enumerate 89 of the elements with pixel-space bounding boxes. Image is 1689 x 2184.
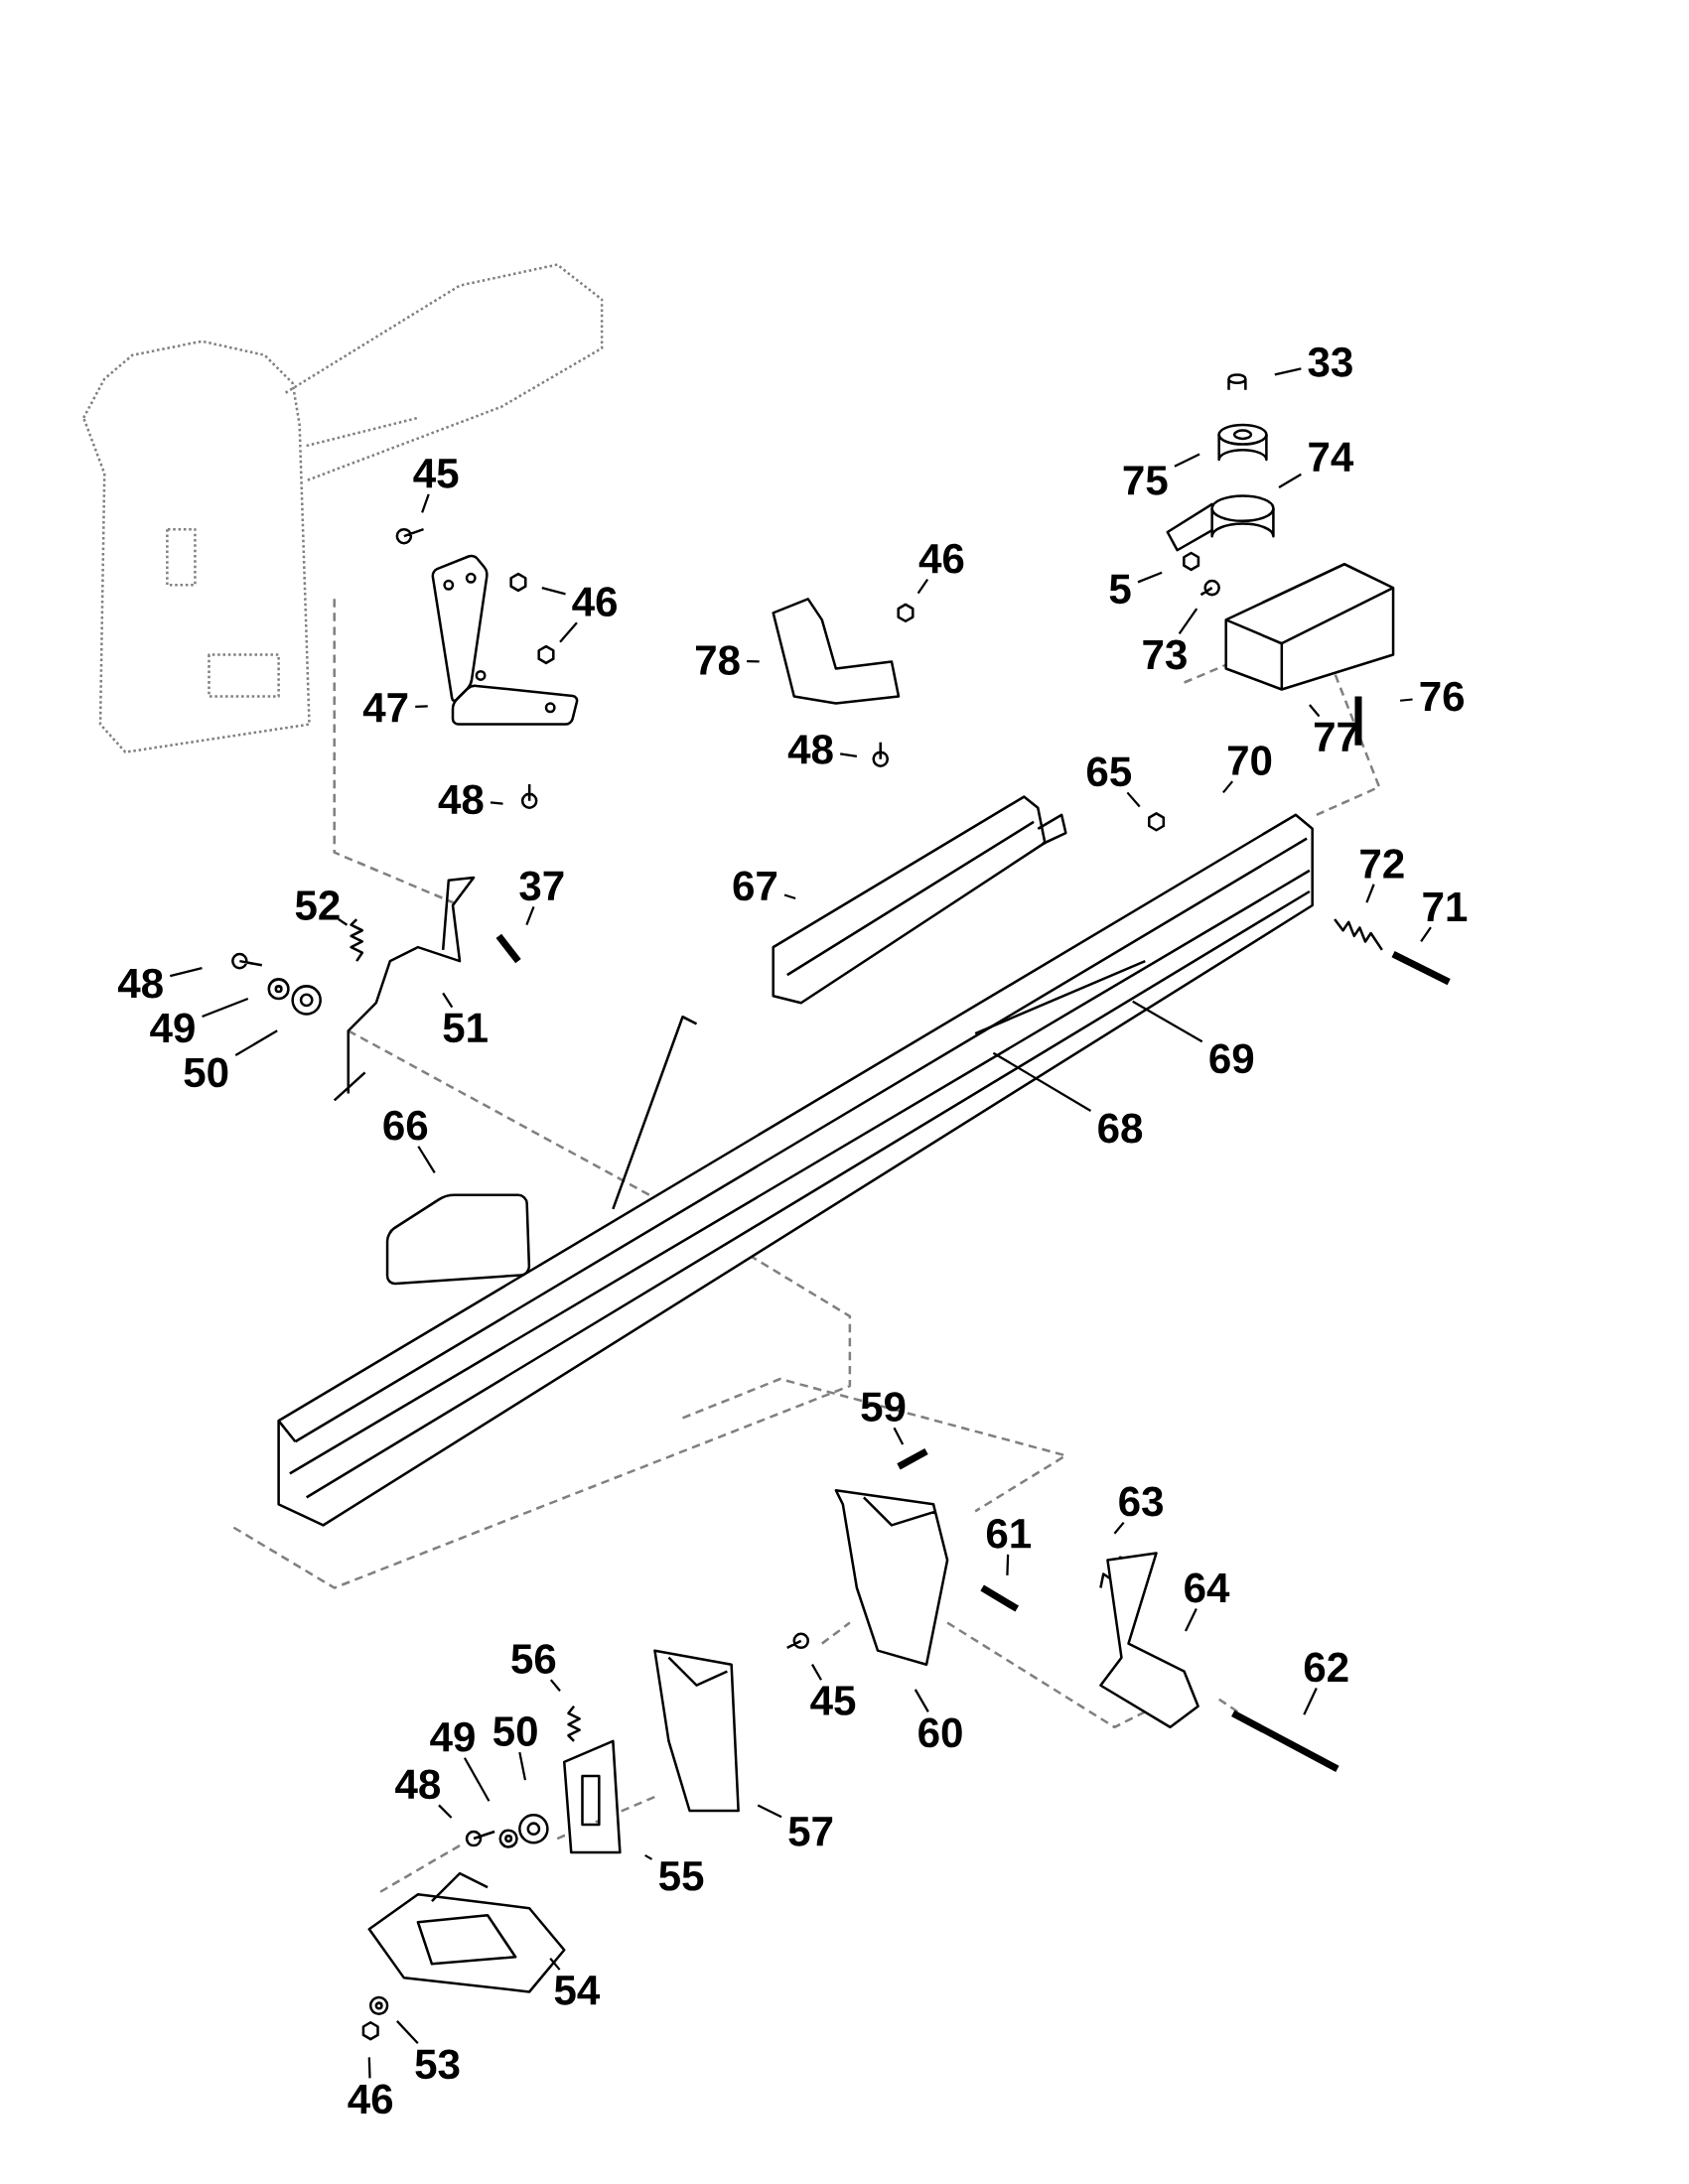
callout-number: 48 [438,784,484,815]
leader-line [1274,367,1302,376]
leader-line [550,1679,562,1693]
leader-line [367,2057,371,2079]
leader-line [396,2020,419,2044]
leader-line [840,752,858,757]
callout-number: 53 [415,2049,460,2080]
callout-number: 46 [348,2084,393,2115]
leader-line [993,1051,1092,1112]
leader-line [1185,1608,1198,1632]
callout-number: 64 [1185,1572,1230,1603]
leader-line [1174,453,1200,468]
callout-number: 54 [554,1976,601,2005]
leader-line [438,1804,453,1819]
callout-number: 46 [918,543,964,574]
callout-number: 5 [1109,574,1131,605]
leader-line [518,1751,527,1781]
callout-number: 52 [296,890,340,920]
callout-number: 48 [118,968,164,999]
callout-number: 56 [511,1644,556,1674]
callout-number: 55 [659,1861,704,1891]
leader-line [417,1146,436,1173]
leader-line [1126,791,1141,808]
callout-number: 50 [184,1057,228,1088]
leader-line [1400,698,1413,702]
leader-line [525,906,535,926]
leader-line [549,1958,561,1971]
leader-line [1303,1688,1319,1715]
callout-number: 33 [1308,346,1353,377]
leader-line [916,579,929,595]
callout-number: 50 [493,1716,537,1746]
callout-number: 67 [733,871,777,901]
leader-line [415,705,428,708]
leader-line [1137,571,1163,584]
callout-number: 76 [1420,681,1465,712]
leader-line [1278,473,1303,489]
callout-number: 70 [1228,746,1272,775]
callout-number: 66 [383,1110,428,1141]
callout-number: 75 [1123,466,1168,495]
callout-number: 77 [1315,722,1358,751]
leader-line [811,1664,823,1681]
leader-line [1006,1554,1010,1575]
callout-number: 73 [1143,639,1188,670]
leader-line [1222,780,1234,794]
callout-number: 68 [1098,1113,1143,1144]
callout-number: 61 [987,1518,1032,1549]
callout-number: 71 [1423,891,1468,921]
leader-line [893,1427,905,1445]
callout-number: 62 [1305,1652,1348,1683]
callout-number: 48 [788,734,833,764]
callout-number: 69 [1209,1043,1254,1074]
callout-number: 48 [395,1769,441,1800]
leader-line [442,992,454,1009]
leader-line [491,801,503,805]
callout-number: 63 [1119,1486,1164,1517]
callout-number: 78 [696,645,740,675]
leader-line [644,1853,653,1860]
leader-line [1365,884,1375,903]
leader-line [1420,926,1433,943]
callout-number: 37 [519,871,564,901]
callout-number: 49 [150,1013,196,1043]
leader-line [758,1804,782,1819]
leader-line [338,918,349,926]
callout-number: 45 [810,1686,856,1715]
leader-line [1309,704,1321,718]
callout-number: 45 [413,459,459,488]
callout-number: 72 [1360,849,1404,879]
callout-number: 51 [443,1013,489,1043]
leader-line [783,893,796,900]
leader-line [202,997,249,1018]
callout-number: 57 [788,1817,833,1846]
leader-line [1113,1521,1125,1535]
leader-line [915,1689,930,1712]
callout-number: 60 [918,1717,962,1748]
leader-line [541,587,567,596]
callout-number: 46 [572,587,618,616]
callout-number: 59 [861,1392,906,1422]
callout-number: 47 [363,693,408,723]
leader-line [464,1757,491,1802]
leader-line [170,967,203,978]
leader-line [1179,608,1198,634]
leader-line [747,659,760,663]
callout-number: 65 [1087,756,1132,787]
leader-line [1132,1000,1203,1043]
leader-line [559,621,579,643]
callout-number: 49 [430,1721,476,1752]
callout-number: 74 [1309,442,1354,472]
leader-line [421,493,430,513]
leader-line [234,1029,278,1056]
